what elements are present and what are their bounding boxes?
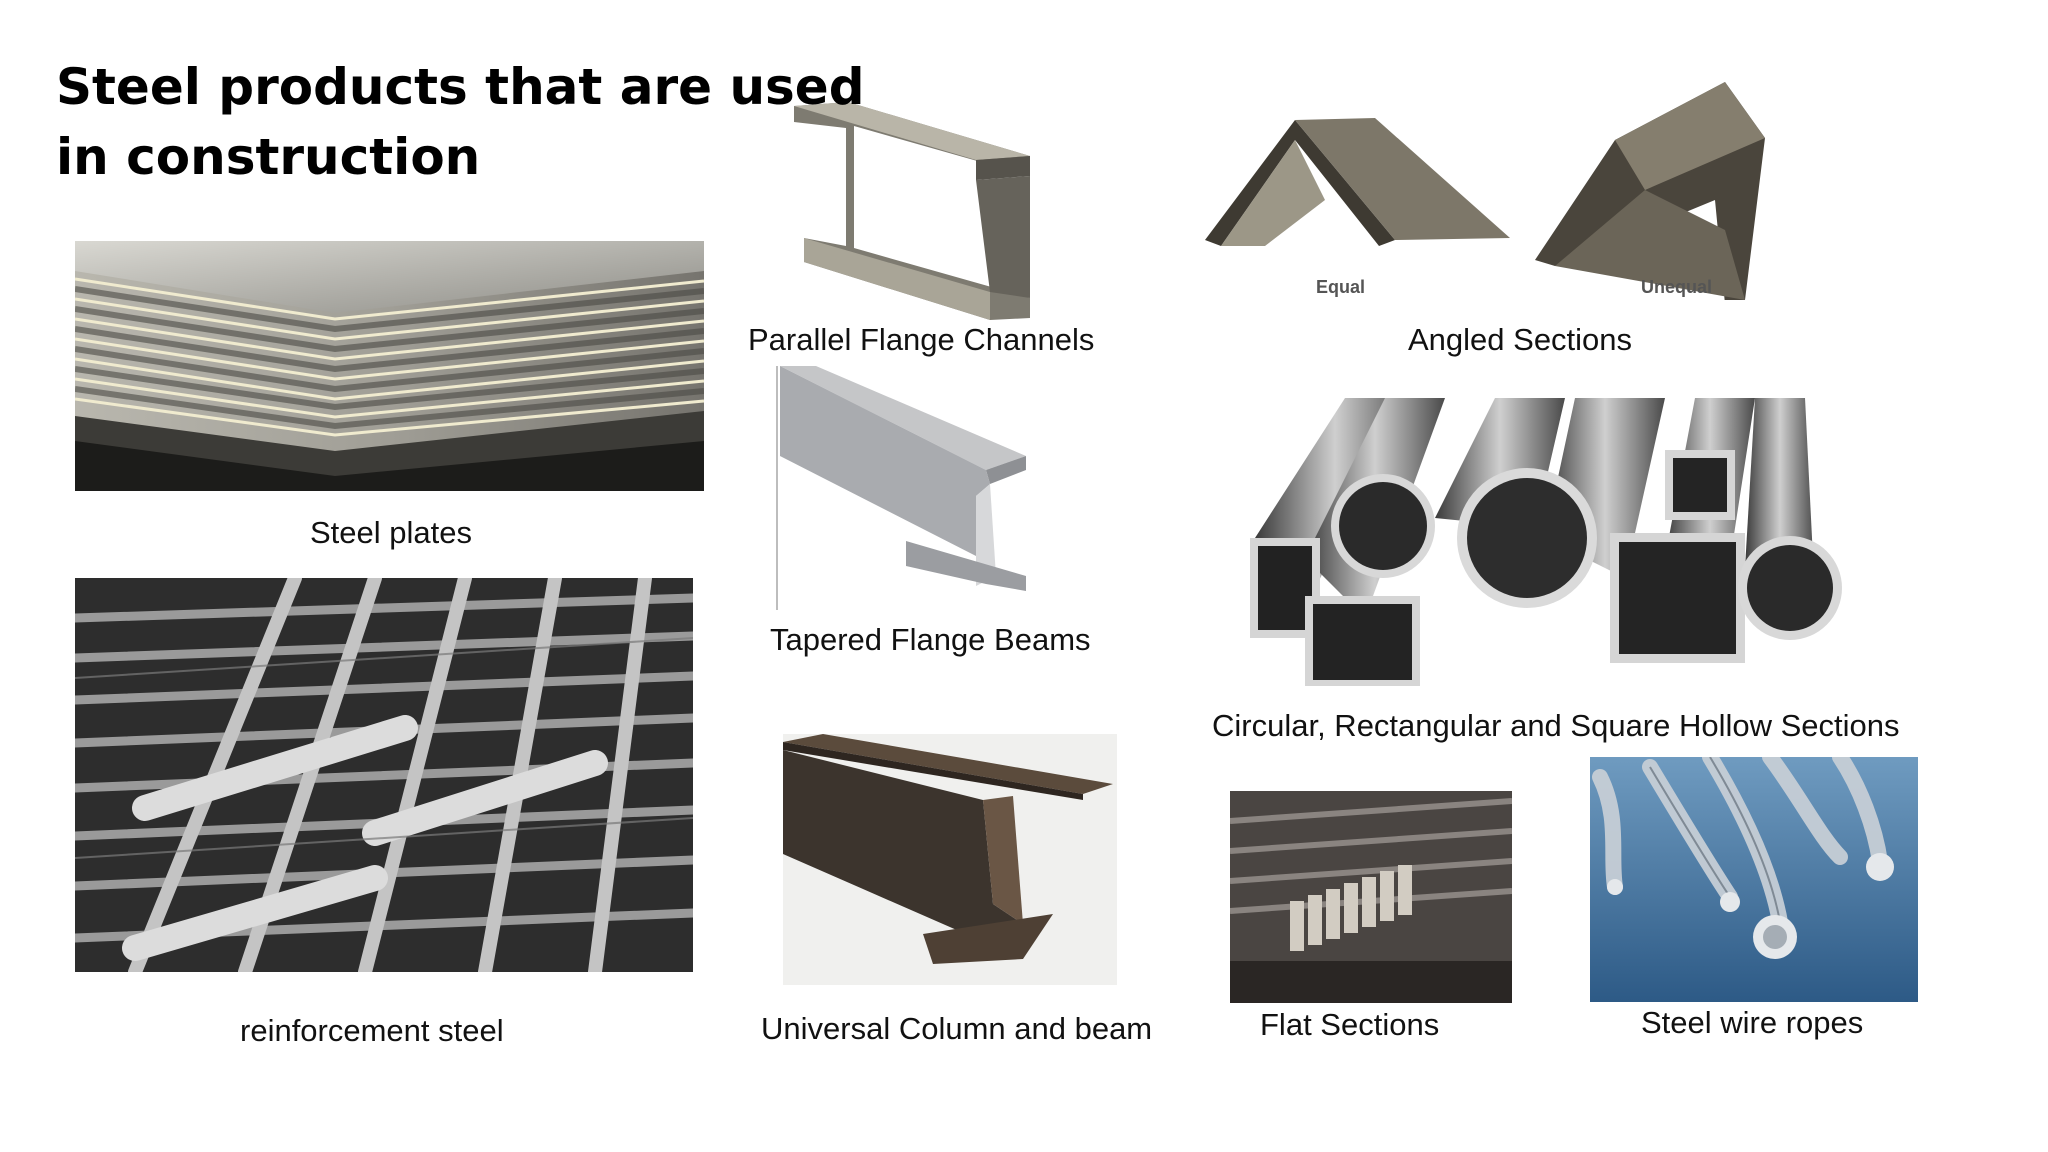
reinforcement-steel-image xyxy=(75,578,693,972)
steel-wire-ropes-caption: Steel wire ropes xyxy=(1641,1005,1864,1040)
slide-title: Steel products that are used in construc… xyxy=(56,58,865,186)
angled-unequal-label: Unequal xyxy=(1641,277,1713,297)
steel-plates-image xyxy=(75,241,704,491)
hollow-sections-caption: Circular, Rectangular and Square Hollow … xyxy=(1212,708,1900,743)
hollow-sections-image xyxy=(1245,398,1845,686)
tapered-flange-beams-caption: Tapered Flange Beams xyxy=(770,622,1091,657)
tapered-flange-beams-image xyxy=(776,366,1028,610)
steel-plates-caption: Steel plates xyxy=(310,515,472,550)
angled-sections-image xyxy=(1205,80,1833,300)
universal-column-and-beam-image xyxy=(783,734,1117,985)
universal-column-and-beam-caption: Universal Column and beam xyxy=(761,1011,1153,1046)
flat-sections-image xyxy=(1230,791,1512,1003)
reinforcement-steel-caption: reinforcement steel xyxy=(240,1013,504,1048)
parallel-flange-channels-caption: Parallel Flange Channels xyxy=(748,322,1095,357)
angled-sections-caption: Angled Sections xyxy=(1408,322,1633,357)
parallel-flange-channels-image xyxy=(790,98,1040,320)
angled-equal-label: Equal xyxy=(1316,277,1366,297)
flat-sections-caption: Flat Sections xyxy=(1260,1007,1440,1042)
steel-wire-ropes-image xyxy=(1590,757,1918,1002)
